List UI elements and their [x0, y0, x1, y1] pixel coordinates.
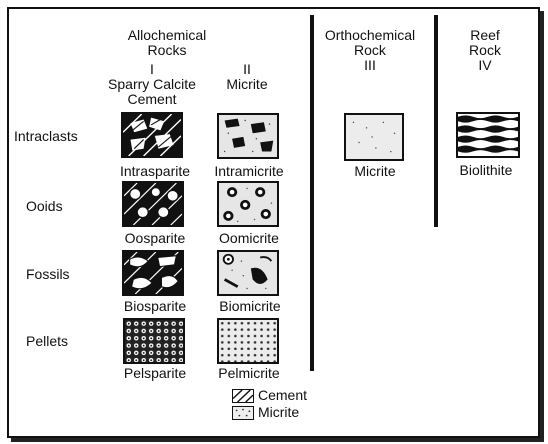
name-intramicrite: Intramicrite	[214, 163, 284, 179]
legend-label-micrite: Micrite	[258, 404, 300, 420]
diagonal-hatch-icon	[232, 389, 254, 403]
orthochemical-header: Orthochemical Rock III	[324, 27, 416, 73]
name-intrasparite: Intrasparite	[119, 163, 191, 179]
name-micrite-orthochemical: Micrite	[354, 163, 396, 179]
swatch-pelmicrite	[217, 318, 279, 364]
col1-header: I Sparry Calcite Cement	[108, 61, 196, 107]
swatch-oomicrite	[217, 181, 279, 227]
col2-header: II Micrite	[226, 61, 268, 92]
swatch-oosparite	[122, 181, 184, 227]
name-biosparite: Biosparite	[123, 298, 187, 314]
divider-orthochemical	[310, 15, 314, 371]
divider-reef	[434, 15, 438, 227]
figure-frame: Allochemical Rocks I Sparry Calcite Ceme…	[7, 7, 540, 438]
allochemical-title: Allochemical Rocks	[127, 27, 207, 58]
legend-label-cement: Cement	[258, 387, 308, 403]
swatch-biomicrite	[217, 250, 279, 296]
swatch-intramicrite	[217, 113, 279, 159]
name-biolithite: Biolithite	[459, 162, 513, 178]
name-oosparite: Oosparite	[124, 230, 186, 246]
stipple-icon	[232, 406, 254, 420]
swatch-biolithite	[456, 112, 520, 158]
row-label-fossils: Fossils	[26, 266, 70, 282]
name-oomicrite: Oomicrite	[219, 230, 279, 246]
swatch-intrasparite	[121, 112, 183, 158]
reef-header: Reef Rock IV	[469, 27, 501, 73]
row-label-ooids: Ooids	[26, 198, 63, 214]
swatch-micrite-orthochemical	[344, 113, 404, 161]
swatch-pelsparite	[123, 318, 185, 364]
name-pelsparite: Pelsparite	[123, 365, 187, 381]
swatch-biosparite	[122, 250, 184, 296]
row-label-intraclasts: Intraclasts	[14, 128, 78, 144]
row-label-pellets: Pellets	[26, 333, 69, 349]
name-pelmicrite: Pelmicrite	[218, 365, 280, 381]
name-biomicrite: Biomicrite	[219, 298, 281, 314]
